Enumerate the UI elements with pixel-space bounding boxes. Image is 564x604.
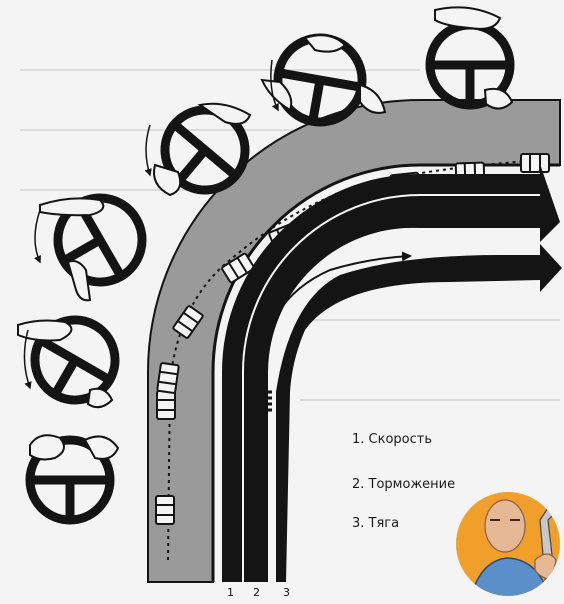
hand-icon	[153, 102, 252, 197]
lane-number-2: 2	[253, 586, 260, 599]
hand-icon	[434, 6, 514, 110]
steering-sequence	[17, 6, 515, 525]
legend-item-traction: 3. Тяга	[352, 516, 400, 531]
road-inner-edge	[211, 163, 560, 582]
car-icon	[156, 362, 180, 394]
background-texture	[20, 69, 560, 401]
car-icon	[156, 390, 176, 420]
lane-separator	[242, 194, 540, 582]
lane-1-speed-band	[222, 164, 560, 582]
lane-3-traction-band	[276, 244, 562, 582]
lane-2-braking-line	[257, 251, 412, 381]
legend-item-braking: 2. Торможение	[352, 477, 456, 492]
hand-icon	[29, 434, 120, 461]
legend-item-speed: 1. Скорость	[352, 432, 433, 447]
rotation-arrows	[23, 59, 279, 390]
car-icon	[221, 252, 255, 284]
car-icon	[172, 305, 204, 339]
hand-icon	[17, 319, 114, 409]
hand-icon	[39, 197, 105, 302]
mechanic-avatar-icon	[456, 492, 560, 596]
hand-icon	[260, 34, 387, 114]
lane-number-3: 3	[283, 586, 290, 599]
braking-stripes	[252, 390, 272, 412]
car-icon	[155, 495, 175, 525]
lane-number-1: 1	[227, 586, 234, 599]
car-icon	[520, 153, 550, 173]
steering-wheel-icon	[25, 435, 115, 525]
steering-wheel-icon	[53, 193, 147, 287]
